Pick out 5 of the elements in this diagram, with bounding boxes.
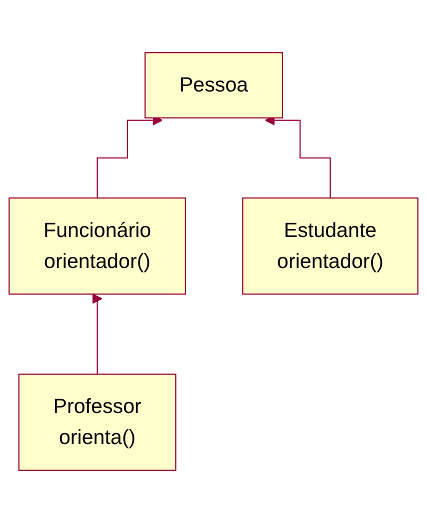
- arrow: [92, 294, 102, 375]
- node-box: Estudante orientador(): [242, 197, 418, 295]
- node-box: Funcionário orientador(): [8, 197, 186, 295]
- node-box: Professor orienta(): [18, 374, 176, 471]
- node-box: Pessoa: [144, 52, 284, 118]
